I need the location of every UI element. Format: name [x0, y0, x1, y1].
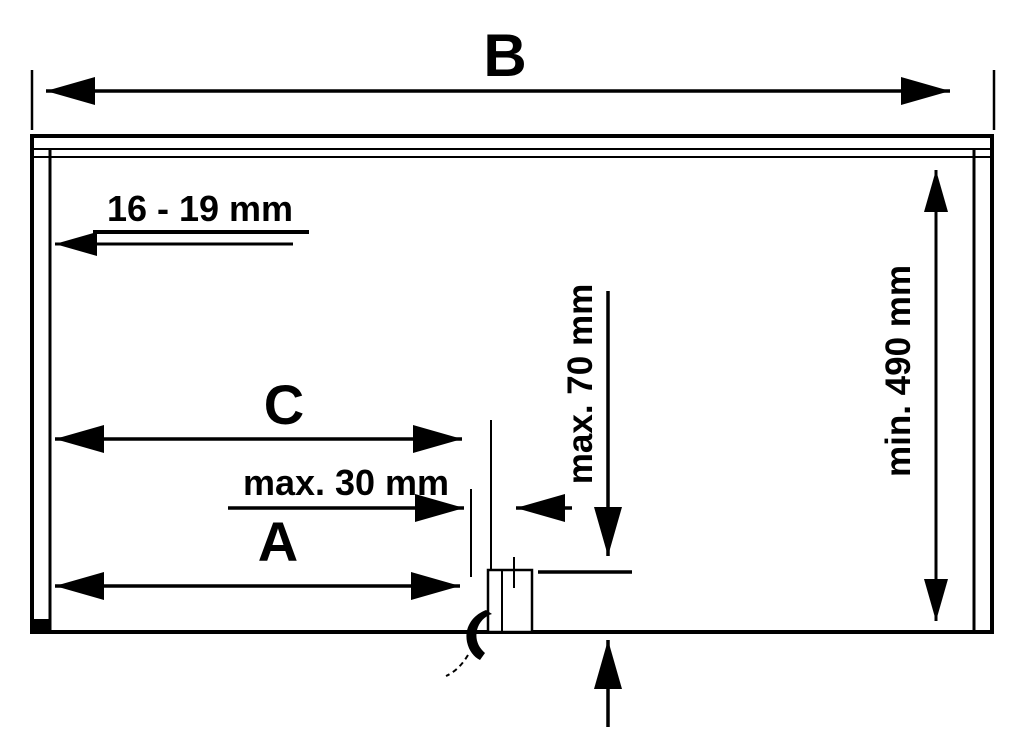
clip-body — [486, 568, 534, 634]
dim-depth-label: max. 70 mm — [561, 284, 600, 484]
clip-lever — [466, 610, 492, 660]
dim-thickness-label: 16 - 19 mm — [107, 188, 293, 229]
clip-lever-dashed — [445, 654, 469, 677]
dim-offset-label: max. 30 mm — [243, 462, 449, 503]
dim-c-label: C — [264, 373, 304, 436]
cabinet-outline — [30, 134, 994, 634]
dim-b-label: B — [483, 22, 526, 89]
dim-a-label: A — [258, 510, 298, 573]
dim-height-label: min. 490 mm — [879, 265, 918, 477]
cabinet-bottom-left-block — [33, 619, 50, 632]
